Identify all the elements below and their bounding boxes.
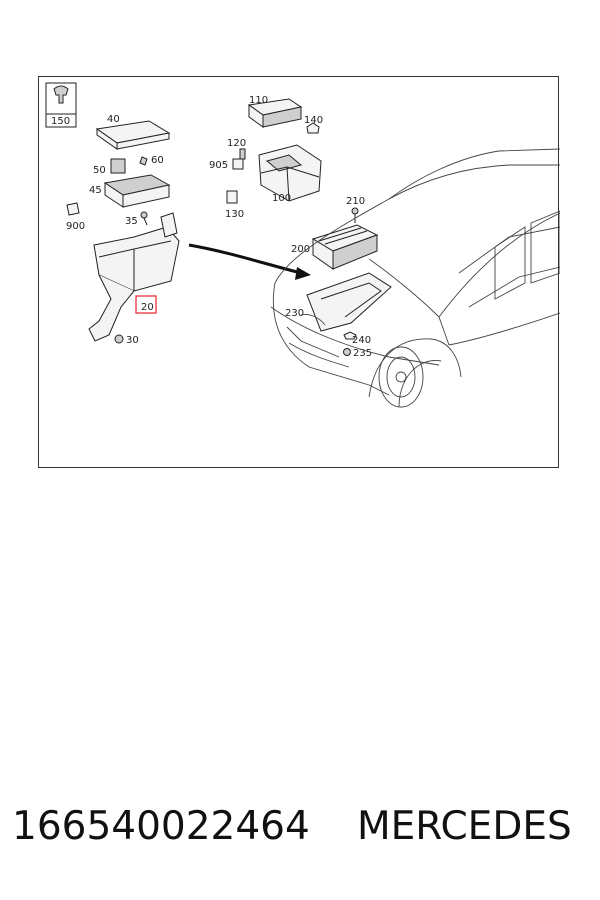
part-40-cover: 40 bbox=[95, 114, 171, 150]
callout-130: 130 bbox=[225, 209, 244, 220]
callout-905: 905 bbox=[209, 160, 228, 171]
parts-diagram: 150 40 50 60 45 900 35 bbox=[38, 76, 560, 468]
part-number: 166540022464 bbox=[12, 804, 310, 849]
callout-30: 30 bbox=[126, 335, 139, 346]
callout-210: 210 bbox=[346, 196, 365, 207]
exploded-view-drawing: 150 40 50 60 45 900 35 bbox=[45, 82, 560, 408]
part-235-nut: 235 bbox=[343, 348, 372, 359]
assembly-arrow bbox=[188, 243, 311, 280]
callout-35: 35 bbox=[125, 216, 138, 227]
part-200-control-unit: 200 bbox=[291, 224, 379, 270]
part-100-bracket: 100 bbox=[258, 144, 322, 204]
callout-120: 120 bbox=[227, 138, 246, 149]
callout-60: 60 bbox=[151, 155, 164, 166]
callout-150: 150 bbox=[51, 116, 70, 127]
part-35-screw: 35 bbox=[125, 211, 148, 227]
callout-20-highlight bbox=[135, 295, 157, 314]
part-30-nut: 30 bbox=[114, 334, 139, 346]
callout-45: 45 bbox=[89, 185, 102, 196]
part-905-plug: 905 bbox=[209, 158, 244, 171]
part-110-module: 110 bbox=[247, 95, 303, 128]
vehicle-outline bbox=[270, 148, 560, 408]
callout-235: 235 bbox=[353, 348, 372, 359]
callout-40: 40 bbox=[107, 114, 120, 125]
part-240-nut: 240 bbox=[343, 331, 371, 346]
part-120-pin: 120 bbox=[227, 138, 246, 160]
callout-110: 110 bbox=[249, 95, 268, 106]
callout-200: 200 bbox=[291, 244, 310, 255]
part-50-relay: 50 bbox=[93, 158, 126, 176]
brand-name: MERCEDES bbox=[357, 804, 572, 849]
part-150-clip: 150 bbox=[45, 82, 77, 128]
part-45-fuse-carrier: 45 bbox=[89, 174, 171, 208]
part-20-housing: 20 bbox=[88, 212, 180, 342]
callout-240: 240 bbox=[352, 335, 371, 346]
part-140-nut: 140 bbox=[304, 115, 323, 134]
callout-900: 900 bbox=[66, 221, 85, 232]
callout-140: 140 bbox=[304, 115, 323, 126]
part-60-pin: 60 bbox=[139, 155, 164, 166]
callout-100: 100 bbox=[272, 193, 291, 204]
callout-230: 230 bbox=[285, 308, 304, 319]
part-210-screw: 210 bbox=[346, 196, 365, 223]
callout-20: 20 bbox=[141, 302, 154, 313]
callout-50: 50 bbox=[93, 165, 106, 176]
part-230-tray: 230 bbox=[285, 272, 392, 332]
part-900-connector: 900 bbox=[66, 202, 85, 232]
part-130-relay: 130 bbox=[225, 190, 244, 220]
